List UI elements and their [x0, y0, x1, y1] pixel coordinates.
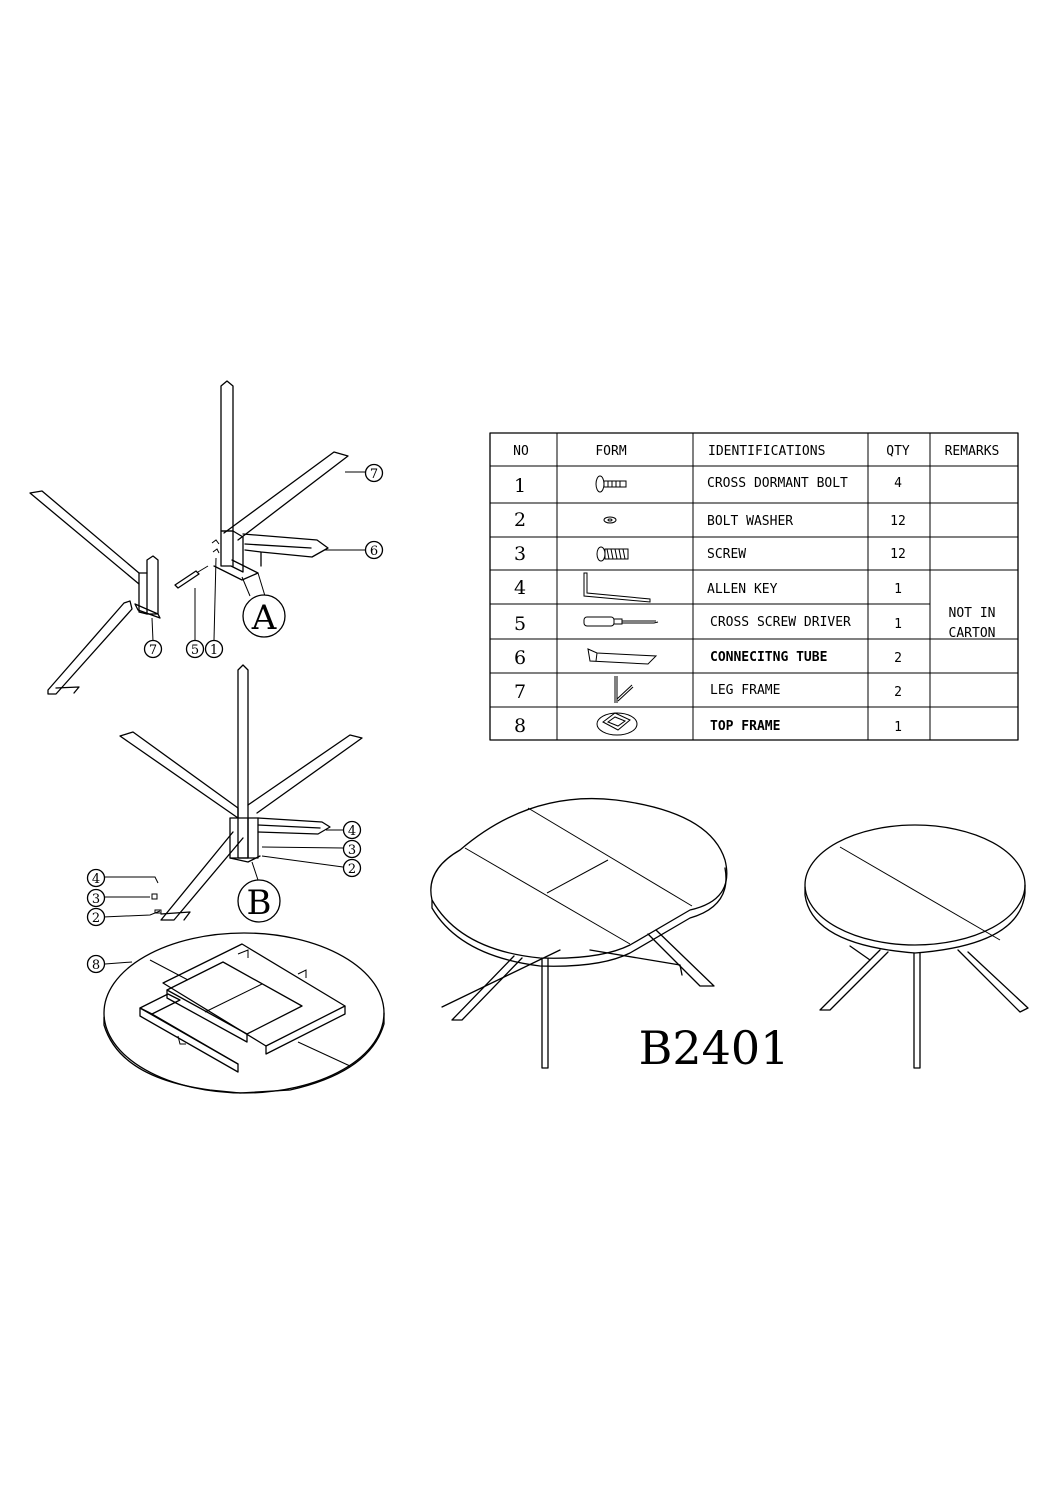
row-qty: 1	[894, 720, 902, 735]
row-identification: CONNECITNG TUBE	[710, 650, 827, 665]
top-frame-underside: 8	[86, 932, 385, 1094]
row-identification: LEG FRAME	[710, 683, 780, 698]
cross-screw-driver-icon	[583, 616, 659, 627]
extended-oval-table	[430, 797, 728, 1069]
header-qty: QTY	[886, 444, 910, 459]
header-identifications: IDENTIFICATIONS	[708, 444, 825, 459]
top-frame-icon	[596, 712, 638, 736]
header-form: FORM	[595, 444, 626, 459]
row-no: 7	[514, 681, 526, 703]
callout-leg-frame-7: 7	[370, 467, 378, 482]
step-b-label: B	[247, 883, 272, 923]
row-qty: 1	[894, 582, 902, 597]
row-no: 3	[514, 543, 526, 565]
callout-screw-driver-5: 5	[191, 643, 199, 658]
step-b-assembled-legs: 4 3 2 4 3 2 B	[86, 664, 363, 927]
remark-not-in: NOT IN	[949, 606, 996, 621]
bolt-washer-icon	[603, 516, 617, 524]
screw-icon	[596, 546, 629, 562]
row-qty: 2	[894, 651, 902, 666]
callout-screw-3: 3	[348, 843, 356, 858]
header-remarks: REMARKS	[945, 444, 1000, 459]
row-no: 5	[514, 613, 526, 635]
row-qty: 1	[894, 617, 902, 632]
row-identification: CROSS DORMANT BOLT	[707, 476, 848, 491]
callout-top-frame-8: 8	[92, 958, 100, 973]
allen-key-icon	[583, 572, 651, 603]
row-no: 6	[514, 647, 526, 669]
row-qty: 12	[890, 547, 906, 562]
connecting-tube-icon	[587, 648, 658, 665]
row-qty: 12	[890, 514, 906, 529]
remark-carton: CARTON	[949, 626, 996, 641]
row-qty: 2	[894, 685, 902, 700]
callout-leg-frame-7-left: 7	[149, 643, 157, 658]
callout-screw-3-left: 3	[92, 892, 100, 907]
callout-washer-2: 2	[348, 862, 356, 877]
row-identification: SCREW	[707, 547, 746, 562]
row-no: 4	[514, 577, 526, 599]
callout-allen-key-4-left: 4	[92, 872, 100, 887]
parts-table: NO FORM IDENTIFICATIONS QTY REMARKS 1 CR…	[489, 432, 1019, 741]
row-no: 8	[514, 715, 526, 737]
header-no: NO	[513, 444, 529, 459]
step-a-exploded-assembly: 7 6 7 5 1 A	[29, 380, 384, 695]
row-identification: TOP FRAME	[710, 719, 780, 734]
row-identification: BOLT WASHER	[707, 514, 793, 529]
row-no: 1	[514, 475, 526, 497]
step-a-label: A	[251, 598, 277, 638]
round-table	[804, 824, 1029, 1069]
row-identification: ALLEN KEY	[707, 582, 778, 597]
model-number: B2401	[639, 1021, 790, 1075]
callout-washer-2-left: 2	[92, 911, 100, 926]
callout-allen-key-4: 4	[348, 824, 356, 839]
row-no: 2	[514, 509, 526, 531]
callout-connecting-tube-6: 6	[370, 544, 378, 559]
callout-cross-bolt-1: 1	[210, 643, 218, 658]
cross-dormant-bolt-icon	[595, 475, 627, 493]
row-qty: 4	[894, 476, 902, 491]
row-identification: CROSS SCREW DRIVER	[710, 615, 851, 630]
leg-frame-icon	[614, 676, 634, 703]
